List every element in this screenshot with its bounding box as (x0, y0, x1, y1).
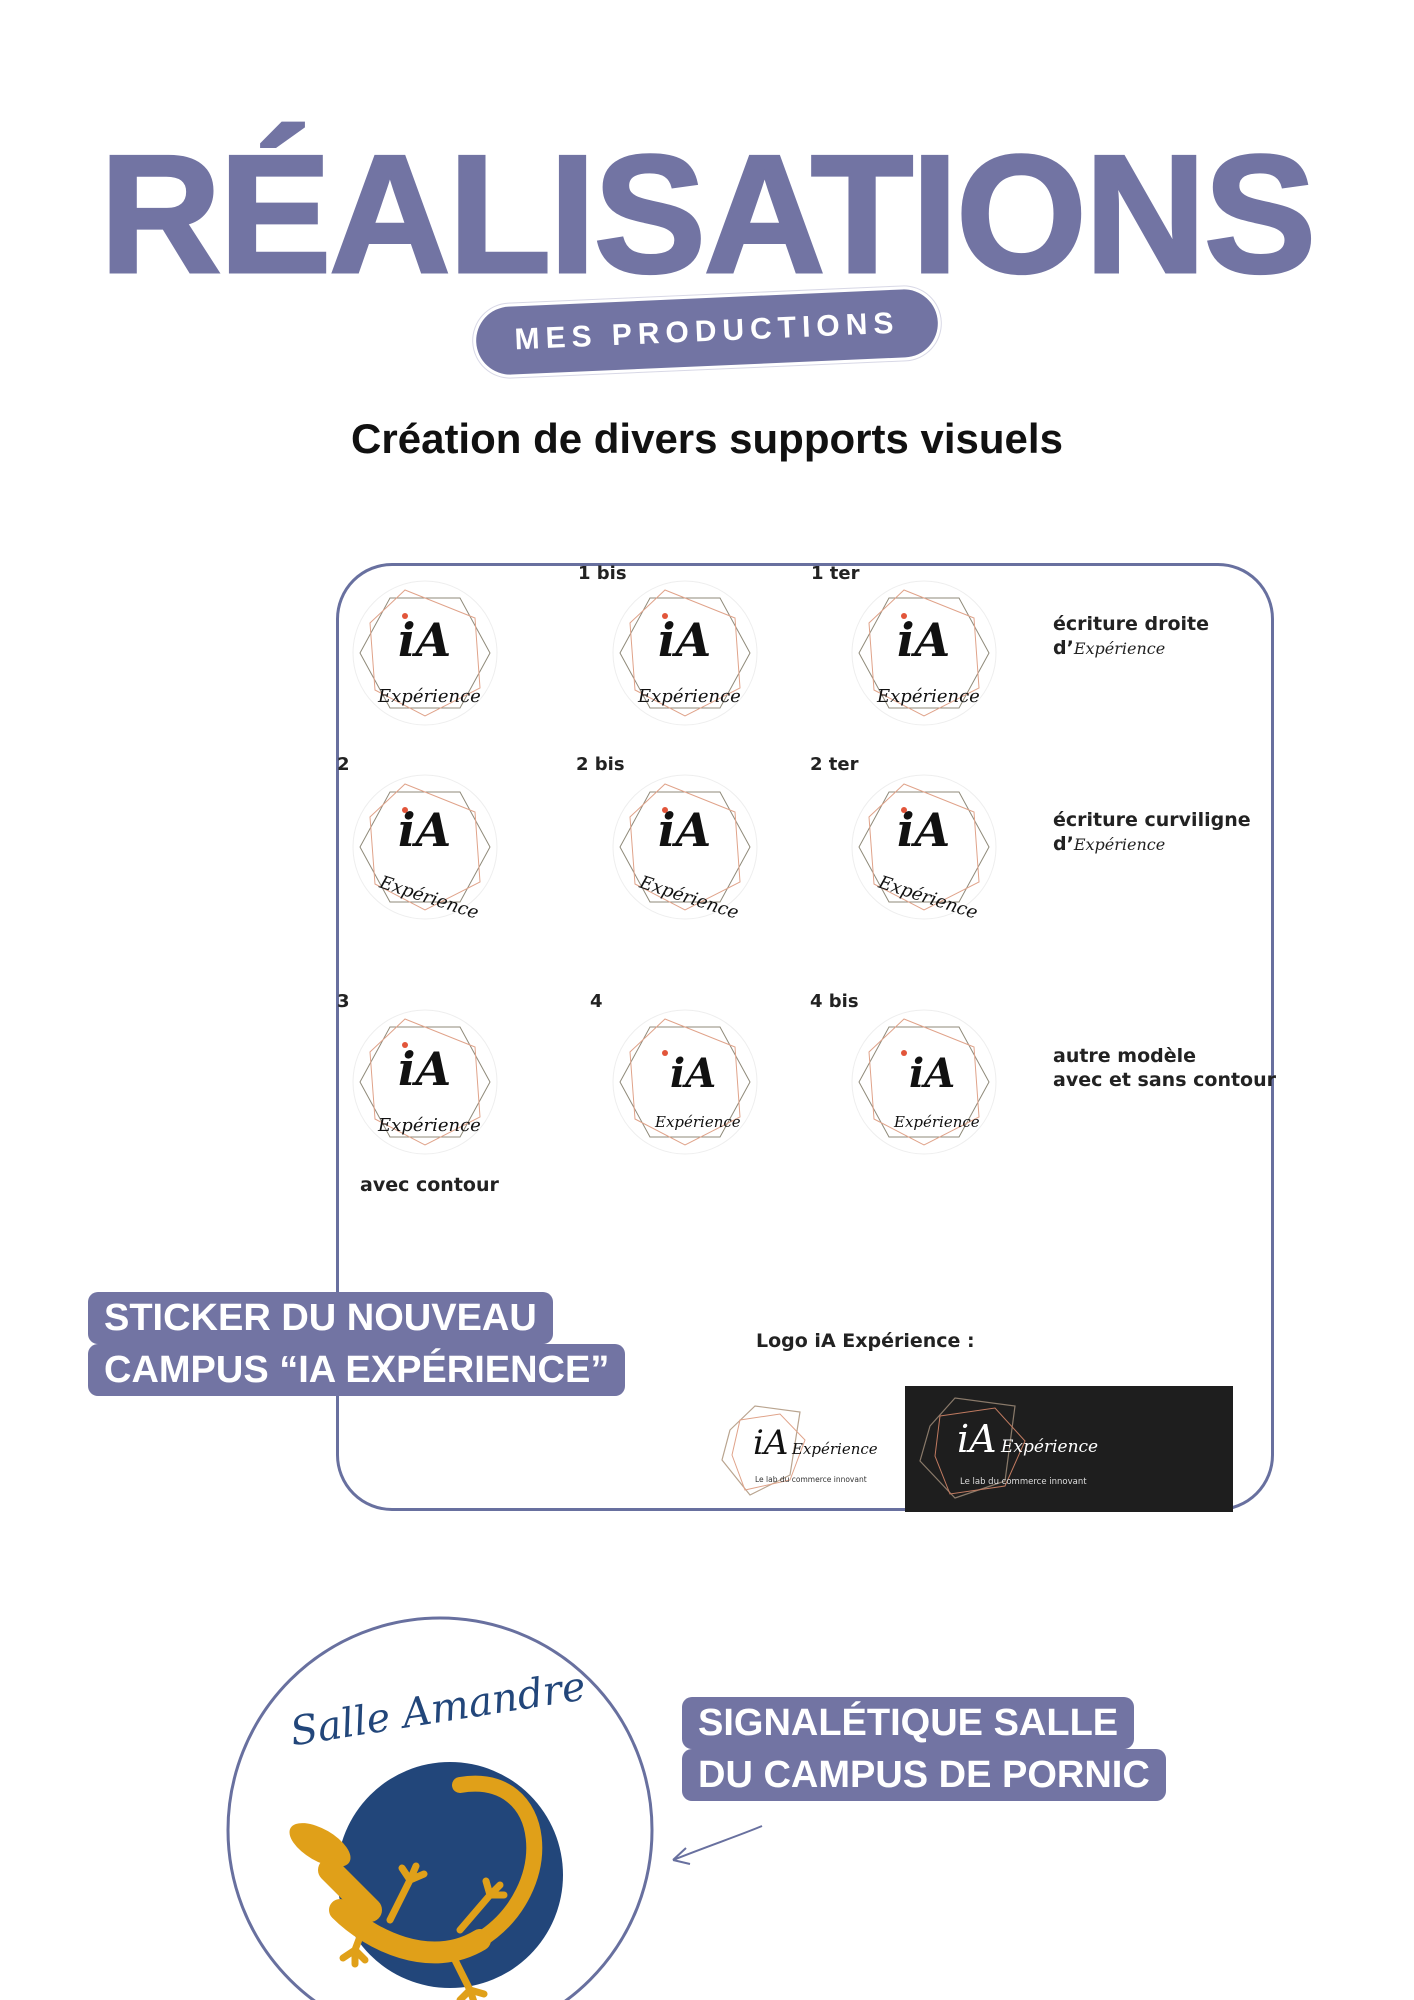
sticker-label: 4 bis (810, 991, 859, 1012)
sticker-tag: STICKER DU NOUVEAU CAMPUS “IA EXPÉRIENCE… (88, 1292, 626, 1396)
logo-word: Expérience (791, 1440, 878, 1458)
sticker-label: 4 (590, 991, 603, 1012)
sticker-design: iA Expérience (610, 772, 760, 924)
sticker-design: iA Expérience (849, 1007, 999, 1157)
arrow-icon (672, 1825, 763, 1865)
sticker-label: 2 bis (576, 754, 625, 775)
note-script: Expérience (1073, 835, 1166, 854)
sticker-mark: iA (658, 613, 711, 667)
tag-line: STICKER DU NOUVEAU (88, 1292, 553, 1344)
logo-tagline: Le lab du commerce innovant (755, 1475, 867, 1484)
tag-line: SIGNALÉTIQUE SALLE (682, 1697, 1135, 1749)
logo-tagline: Le lab du commerce innovant (960, 1477, 1087, 1487)
sticker-design: iA Expérience (849, 772, 999, 924)
sticker-label: 2 (337, 754, 350, 775)
logo-mark: iA (753, 1423, 788, 1463)
sticker-word: Expérience (893, 1113, 980, 1131)
sticker-label: 1 ter (811, 563, 860, 584)
tag-line: DU CAMPUS DE PORNIC (682, 1749, 1166, 1801)
note-script: Expérience (1073, 639, 1166, 658)
sticker-design: iA Expérience (849, 578, 999, 728)
sticker-design: iA Expérience (610, 578, 760, 728)
note-text: avec et sans contour (1053, 1069, 1277, 1091)
note-prefix: d’ (1053, 637, 1074, 659)
sticker-label: 3 (337, 991, 350, 1012)
sticker-label: 2 ter (810, 754, 859, 775)
note-other: autre modèle avec et sans contour (1053, 1044, 1276, 1092)
sticker-word: Expérience (637, 686, 741, 707)
sticker-mark: iA (398, 1042, 451, 1096)
gecko-icon (289, 1775, 543, 2000)
sticker-design: iA Expérience (350, 1007, 500, 1157)
room-sign: Salle Amandre (226, 1616, 654, 2000)
logo-light: iA Expérience Le lab du commerce innovan… (721, 1405, 878, 1496)
note-avec-contour: avec contour (360, 1174, 499, 1196)
sticker-mark: iA (897, 613, 950, 667)
sticker-design: iA Expérience (350, 772, 500, 924)
logo-mark: iA (957, 1417, 997, 1461)
sticker-mark: iA (398, 613, 451, 667)
page-title: RÉALISATIONS (98, 120, 1317, 308)
sticker-label: 1 bis (578, 563, 627, 584)
sticker-word: Expérience (377, 686, 481, 707)
logo-dark: iA Expérience Le lab du commerce innovan… (905, 1386, 1233, 1512)
sticker-mark: iA (658, 803, 711, 857)
sticker-mark: iA (398, 803, 451, 857)
sticker-word: Expérience (377, 1115, 481, 1136)
navy-disc (337, 1762, 563, 1988)
badge-text: MES PRODUCTIONS (513, 306, 901, 357)
sticker-word: Expérience (876, 686, 980, 707)
sticker-design: iA Expérience (350, 578, 500, 728)
note-straight: écriture droite d’Expérience (1053, 612, 1209, 661)
note-curved: écriture curviligne d’Expérience (1053, 808, 1251, 857)
signage-tag: SIGNALÉTIQUE SALLE DU CAMPUS DE PORNIC (682, 1697, 1166, 1801)
logo-word: Expérience (1000, 1437, 1098, 1457)
note-text: écriture droite (1053, 613, 1210, 635)
sticker-word: Expérience (654, 1113, 741, 1131)
sticker-design: iA Expérience (610, 1007, 760, 1157)
sticker-mark: iA (909, 1050, 955, 1097)
section-subtitle: Création de divers supports visuels (351, 415, 1063, 462)
logo-heading: Logo iA Expérience : (756, 1330, 975, 1352)
tag-line: CAMPUS “IA EXPÉRIENCE” (88, 1344, 626, 1396)
note-text: écriture curviligne (1053, 809, 1251, 831)
sticker-mark: iA (670, 1050, 716, 1097)
note-prefix: d’ (1053, 833, 1074, 855)
sticker-mark: iA (897, 803, 950, 857)
sticker-board (336, 563, 1274, 1511)
note-text: autre modèle (1053, 1045, 1197, 1067)
